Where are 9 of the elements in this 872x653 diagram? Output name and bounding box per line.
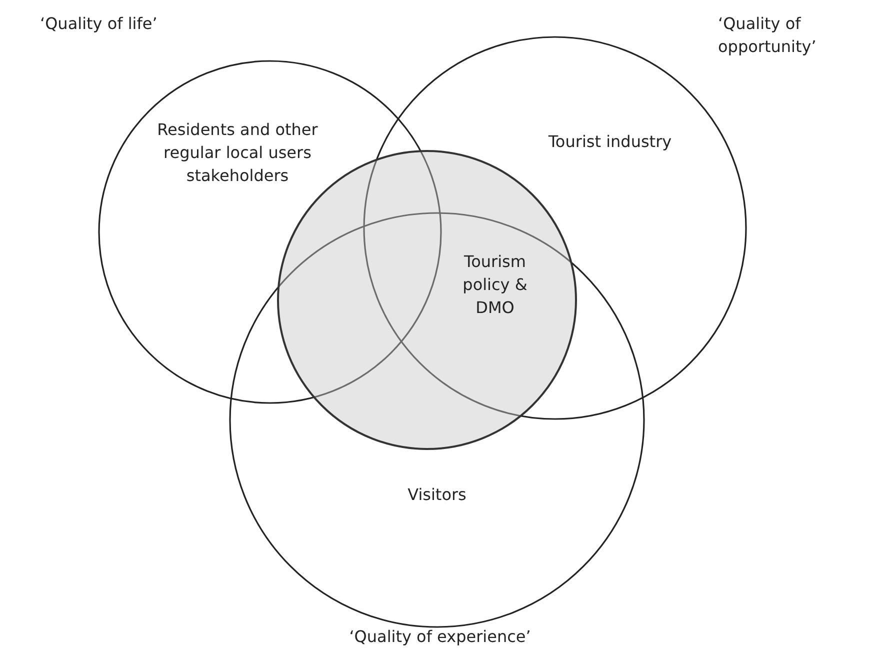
quality-caption: ‘Quality of opportunity’ bbox=[718, 13, 818, 58]
quality-caption: ‘Quality of life’ bbox=[40, 13, 158, 35]
venn-circle bbox=[229, 212, 645, 628]
venn-circle bbox=[98, 60, 442, 404]
quality-caption: ‘Quality of experience’ bbox=[348, 626, 532, 648]
circle-label: Residents and other regular local users stakeholders bbox=[156, 119, 319, 188]
circle-label: Tourist industry bbox=[547, 131, 673, 153]
circle-label: Visitors bbox=[406, 484, 468, 506]
circle-label: Tourism policy & DMO bbox=[462, 251, 528, 320]
